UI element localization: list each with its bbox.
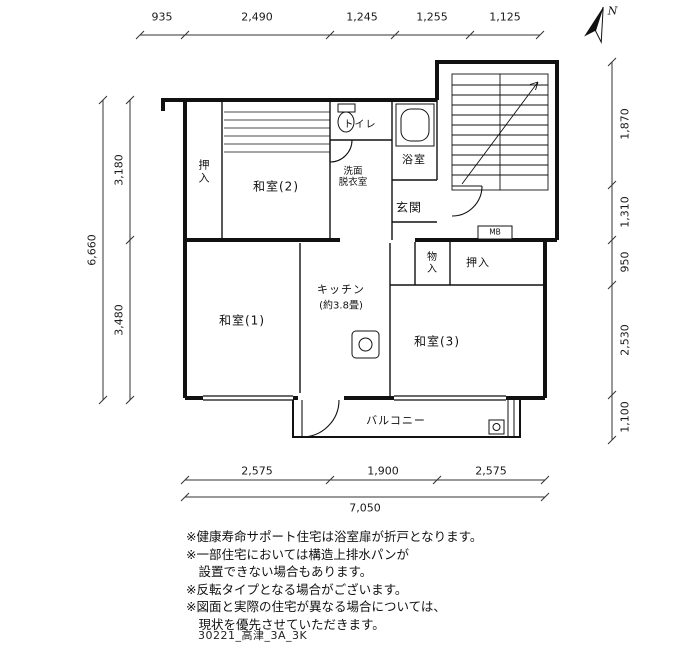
room-label-storage: 物入 — [424, 251, 436, 275]
room-label-washitsu3: 和室(3) — [414, 334, 460, 349]
note-line-3: 設置できない場合もあります。 — [186, 564, 373, 579]
dim-right-2: 1,310 — [618, 196, 632, 228]
dim-top-2: 2,490 — [241, 10, 273, 24]
dim-top-1: 935 — [151, 10, 173, 24]
staircase — [451, 73, 549, 191]
dim-right-4: 2,530 — [618, 324, 632, 356]
room-label-washroom-line2: 脱衣室 — [338, 177, 368, 188]
room-label-closet-left: 押入 — [197, 159, 210, 185]
meter-box — [477, 225, 513, 240]
notes-block: ※健康寿命サポート住宅は浴室扉が折戸となります。 ※一部住宅においては構造上排水… — [186, 528, 482, 633]
note-line-5: ※図面と実際の住宅が異なる場合については、 — [186, 599, 446, 614]
balcony-rail — [292, 400, 521, 438]
room-label-kitchen-size: (約3.8畳) — [319, 300, 363, 312]
plan-id: 30221_高津_3A_3K — [198, 629, 308, 642]
room-label-closet-right: 押入 — [466, 256, 490, 269]
room-label-washitsu2: 和室(2) — [253, 179, 299, 194]
note-line-2: ※一部住宅においては構造上排水パンが — [186, 546, 409, 562]
toilet-icon — [337, 103, 356, 133]
room-label-washroom-line1: 洗面 — [343, 166, 363, 177]
dimension-lines — [98, 30, 617, 502]
dim-left-upper: 3,180 — [112, 154, 126, 186]
closet-shelf-lines — [224, 111, 330, 153]
dim-left-lower: 3,480 — [112, 304, 126, 336]
dim-top-4: 1,255 — [416, 10, 448, 24]
dim-top-5: 1,125 — [489, 10, 521, 24]
room-label-bath: 浴室 — [402, 153, 426, 166]
dim-left-total: 6,660 — [85, 234, 99, 266]
inner-walls — [221, 100, 545, 396]
balcony-drain — [488, 419, 505, 435]
doors — [301, 139, 483, 438]
room-label-toilet: トイレ — [343, 119, 377, 131]
room-label-kitchen: キッチン — [317, 283, 365, 296]
note-line-1: ※健康寿命サポート住宅は浴室扉が折戸となります。 — [186, 529, 483, 544]
dim-right-3: 950 — [618, 251, 632, 273]
bathtub-icon — [395, 103, 435, 147]
room-label-balcony: バルコニー — [366, 414, 426, 427]
windows — [203, 393, 506, 402]
room-label-mb: MB — [489, 227, 501, 237]
dim-right-1: 1,870 — [618, 108, 632, 140]
note-line-6: 現状を優先させていただきます。 — [186, 616, 385, 632]
room-label-washitsu1: 和室(1) — [219, 313, 265, 328]
room-label-genkan: 玄関 — [395, 200, 423, 215]
dim-right-5: 1,100 — [618, 401, 632, 433]
compass-label: N — [607, 4, 619, 18]
dim-bottom-2: 1,900 — [367, 464, 399, 478]
dim-top-3: 1,245 — [346, 10, 378, 24]
dim-bottom-1: 2,575 — [241, 464, 273, 478]
stove-icon — [351, 330, 380, 359]
room-label-washroom: 洗面 脱衣室 — [339, 166, 368, 188]
dim-bottom-total: 7,050 — [349, 501, 381, 515]
note-line-4: ※反転タイプとなる場合がございます。 — [186, 581, 408, 597]
dim-bottom-3: 2,575 — [475, 464, 507, 478]
